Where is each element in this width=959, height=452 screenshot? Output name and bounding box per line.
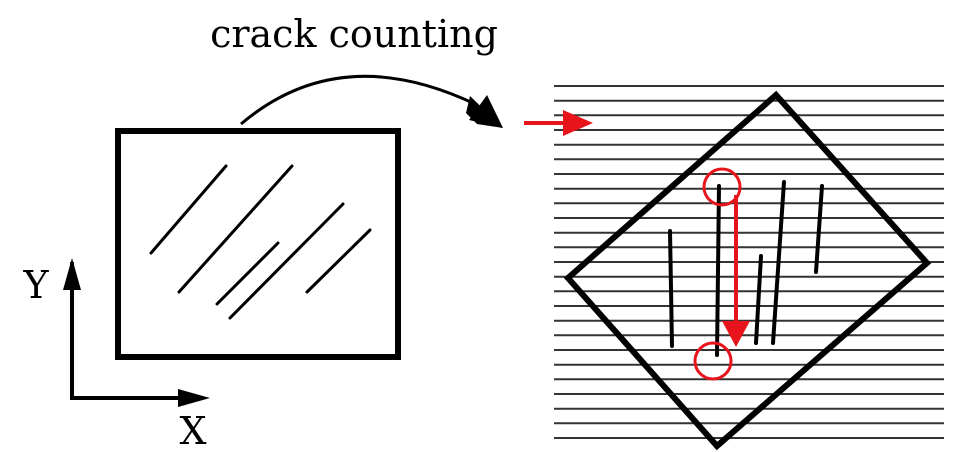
crack-end-marker: [693, 341, 733, 381]
crack-length-arrow-head: [722, 321, 750, 347]
specimen-cracks: [149, 164, 372, 320]
rotated-cracks: [668, 180, 824, 357]
diagram-title: crack counting: [210, 12, 498, 56]
specimen-crack: [305, 228, 372, 294]
y-axis-arrow-icon: [63, 258, 81, 290]
coordinate-axes: Y X: [22, 258, 210, 452]
transform-curved-arrow: [240, 74, 476, 126]
specimen-crack: [228, 202, 345, 320]
y-axis-label: Y: [22, 263, 49, 307]
x-axis-arrow-icon: [178, 389, 210, 407]
crack-start-marker: [702, 167, 742, 207]
rotated-crack: [754, 254, 763, 345]
rotated-crack: [814, 184, 824, 274]
scan-direction-arrow-head: [563, 110, 593, 136]
specimen-crack: [215, 241, 280, 306]
rotated-crack: [715, 184, 721, 357]
scan-lines: [554, 85, 944, 439]
rotated-crack: [771, 180, 786, 345]
specimen-rectangle: [115, 128, 401, 360]
specimen-crack: [177, 164, 294, 294]
x-axis-label: X: [179, 409, 206, 452]
rotated-specimen: [563, 90, 932, 451]
transform-arrow-head-fill: [469, 95, 503, 128]
specimen-crack: [149, 164, 228, 255]
rotated-crack: [668, 229, 674, 348]
